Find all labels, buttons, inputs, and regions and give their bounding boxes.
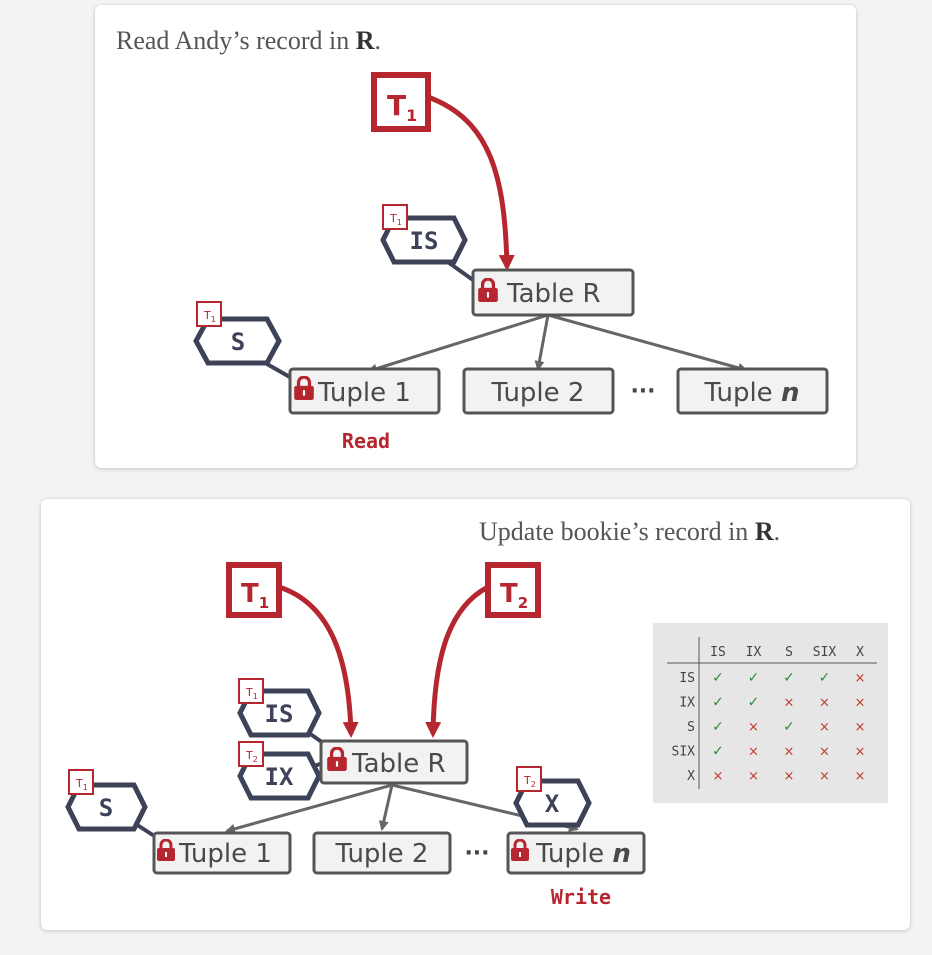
incompatible-x-icon: ×: [819, 720, 830, 735]
lock-owner-tag: T2: [238, 741, 264, 767]
slide-write: Update bookie’s record in R. T1 T2 IS T1: [41, 499, 910, 930]
lock-owner-tag: T1: [382, 204, 408, 230]
incompatible-x-icon: ×: [855, 769, 866, 784]
matrix-row-header: IS: [679, 671, 695, 686]
svg-text:Tuple 2: Tuple 2: [335, 839, 429, 869]
table-r-node: Table R: [319, 739, 469, 785]
compatible-check-icon: ✓: [819, 670, 831, 686]
svg-text:Tuple 2: Tuple 2: [491, 378, 585, 408]
action-label: Read: [342, 429, 390, 453]
tuple-2-node: Tuple 2: [462, 367, 615, 415]
incompatible-x-icon: ×: [713, 769, 724, 784]
compatible-check-icon: ✓: [712, 670, 724, 686]
transaction-t1: T1: [226, 562, 282, 618]
compatible-check-icon: ✓: [783, 719, 795, 735]
svg-text:T1: T1: [241, 579, 269, 612]
incompatible-x-icon: ×: [855, 745, 866, 760]
lock-s-badge: S: [65, 782, 148, 832]
diagram-read: Read Andy’s record in R. T1 IS T1 Table …: [116, 26, 829, 453]
compatible-check-icon: ✓: [712, 695, 724, 711]
incompatible-x-icon: ×: [855, 671, 866, 686]
lock-s-badge: S: [193, 316, 282, 366]
compatible-check-icon: ✓: [748, 670, 760, 686]
edge-table-tuplen: [547, 313, 748, 373]
action-label: Write: [551, 885, 611, 909]
tuple-1-node: Tuple 1: [288, 367, 441, 415]
matrix-col-header: X: [856, 645, 864, 660]
transaction-t2: T2: [485, 562, 541, 618]
incompatible-x-icon: ×: [784, 696, 795, 711]
transaction-t1: T1: [371, 72, 431, 132]
slide-heading: Update bookie’s record in R.: [479, 517, 780, 546]
svg-text:Table R: Table R: [506, 279, 601, 309]
matrix-row-header: S: [687, 720, 695, 735]
incompatible-x-icon: ×: [748, 745, 759, 760]
incompatible-x-icon: ×: [784, 745, 795, 760]
tuple-2-node: Tuple 2: [312, 831, 452, 875]
compatible-check-icon: ✓: [712, 719, 724, 735]
incompatible-x-icon: ×: [748, 769, 759, 784]
compatible-check-icon: ✓: [783, 670, 795, 686]
lock-owner-tag: T2: [516, 766, 542, 792]
svg-text:Tuple 1: Tuple 1: [317, 378, 411, 408]
incompatible-x-icon: ×: [819, 745, 830, 760]
svg-text:T1: T1: [245, 686, 258, 701]
matrix-row-header: SIX: [672, 745, 696, 760]
svg-text:T2: T2: [245, 749, 258, 764]
svg-text:IS: IS: [410, 227, 439, 255]
incompatible-x-icon: ×: [855, 696, 866, 711]
svg-text:Tuple n: Tuple n: [704, 378, 800, 408]
matrix-col-header: IX: [746, 645, 762, 660]
compatible-check-icon: ✓: [748, 695, 760, 711]
incompatible-x-icon: ×: [819, 696, 830, 711]
svg-text:Tuple 1: Tuple 1: [178, 839, 272, 869]
compatibility-matrix: IS IX S SIX X IS IX S SIX X ✓ ✓ ✓ ✓ × ✓ ✓ × × × ✓ × ✓ × × ✓ × × × ×…: [653, 623, 888, 803]
matrix-col-header: IS: [710, 645, 726, 660]
compatible-check-icon: ✓: [712, 744, 724, 760]
matrix-row-header: X: [687, 769, 695, 784]
diagram-write: Update bookie’s record in R. T1 T2 IS T1: [65, 517, 888, 909]
svg-text:T1: T1: [387, 89, 417, 125]
edge-table-tuple2: [378, 784, 394, 831]
edge-table-tuple1: [225, 783, 393, 834]
tuple-1-node: Tuple 1: [152, 831, 292, 875]
svg-text:Table R: Table R: [351, 749, 446, 779]
incompatible-x-icon: ×: [855, 720, 866, 735]
ellipsis: ···: [464, 841, 489, 866]
request-arrow: [427, 94, 515, 271]
slide-heading: Read Andy’s record in R.: [116, 26, 381, 55]
request-arrow-t2: [425, 584, 490, 738]
ellipsis: ···: [630, 379, 655, 404]
svg-text:T2: T2: [523, 774, 536, 789]
svg-text:IS: IS: [265, 700, 294, 728]
tuple-n-node: Tuple n: [676, 367, 829, 415]
incompatible-x-icon: ×: [819, 769, 830, 784]
incompatible-x-icon: ×: [784, 769, 795, 784]
svg-text:IX: IX: [265, 763, 294, 791]
svg-text:X: X: [545, 790, 560, 818]
svg-text:T1: T1: [389, 212, 402, 227]
svg-text:T2: T2: [500, 579, 528, 612]
svg-text:T1: T1: [203, 309, 216, 324]
slide-read: Read Andy’s record in R. T1 IS T1 Table …: [95, 5, 856, 468]
matrix-background: [653, 623, 888, 803]
lock-owner-tag: T1: [68, 769, 94, 795]
matrix-row-header: IX: [679, 696, 695, 711]
svg-text:S: S: [99, 794, 113, 822]
matrix-col-header: SIX: [813, 645, 837, 660]
incompatible-x-icon: ×: [748, 720, 759, 735]
lock-owner-tag: T1: [238, 678, 264, 704]
table-r-node: Table R: [471, 268, 635, 317]
matrix-col-header: S: [785, 645, 793, 660]
edge-table-tuple2: [534, 314, 550, 371]
request-arrow-t1: [278, 584, 359, 738]
svg-text:Tuple n: Tuple n: [535, 839, 631, 869]
lock-owner-tag: T1: [196, 301, 222, 327]
svg-text:S: S: [231, 328, 245, 356]
edge-table-tuple1: [367, 313, 549, 374]
tuple-n-node: Tuple n: [506, 831, 646, 875]
svg-text:T1: T1: [75, 777, 88, 792]
